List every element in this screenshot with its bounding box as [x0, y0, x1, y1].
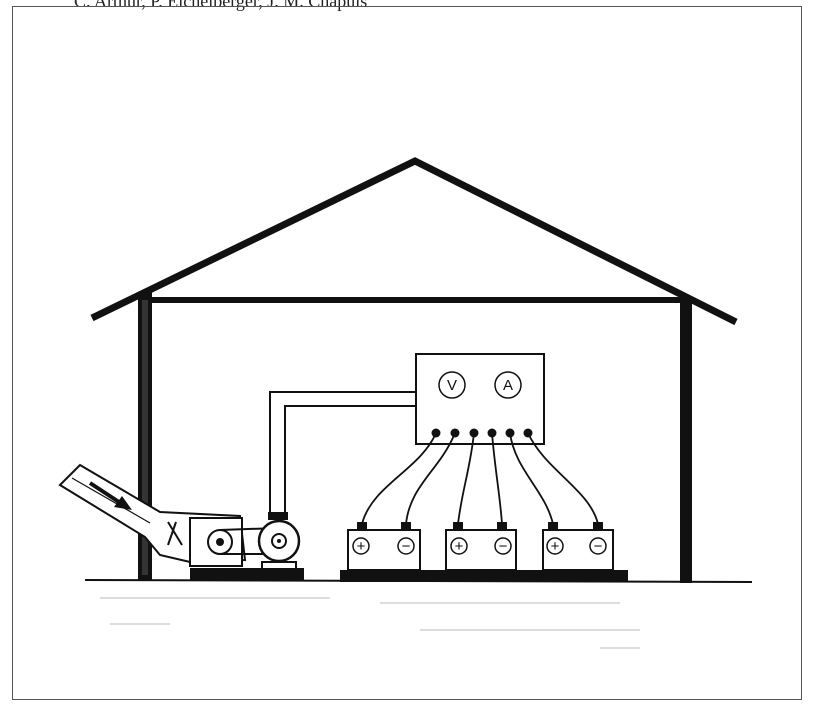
voltmeter-label: V — [447, 377, 457, 394]
generator-icon — [257, 512, 301, 571]
battery-3-positive: + — [551, 538, 560, 555]
machine-base — [190, 568, 304, 580]
battery-1: + − — [347, 522, 421, 571]
flow-arrow-icon — [88, 481, 132, 510]
ammeter-label: A — [503, 377, 513, 394]
voltmeter-icon: V — [438, 371, 466, 399]
left-wall-inner — [142, 300, 148, 575]
roof — [90, 157, 738, 326]
battery-3: + − — [542, 522, 614, 571]
battery-wires — [361, 432, 599, 525]
right-wall — [680, 297, 692, 583]
ammeter-icon: A — [494, 371, 522, 399]
battery-1-positive: + — [357, 538, 366, 555]
battery-2-positive: + — [455, 538, 464, 555]
header-authors: C. Arthur, P. Eichelberger, J. M. Chapui… — [74, 0, 368, 11]
battery-2-negative: − — [499, 538, 508, 555]
figure-frame — [12, 6, 802, 700]
generator-wires — [269, 391, 416, 512]
pulley-icon — [207, 529, 233, 555]
battery-2: + − — [445, 522, 517, 571]
battery-platform — [340, 570, 628, 582]
ground-texture — [100, 597, 640, 649]
battery-1-negative: − — [402, 538, 411, 555]
battery-3-negative: − — [594, 538, 603, 555]
